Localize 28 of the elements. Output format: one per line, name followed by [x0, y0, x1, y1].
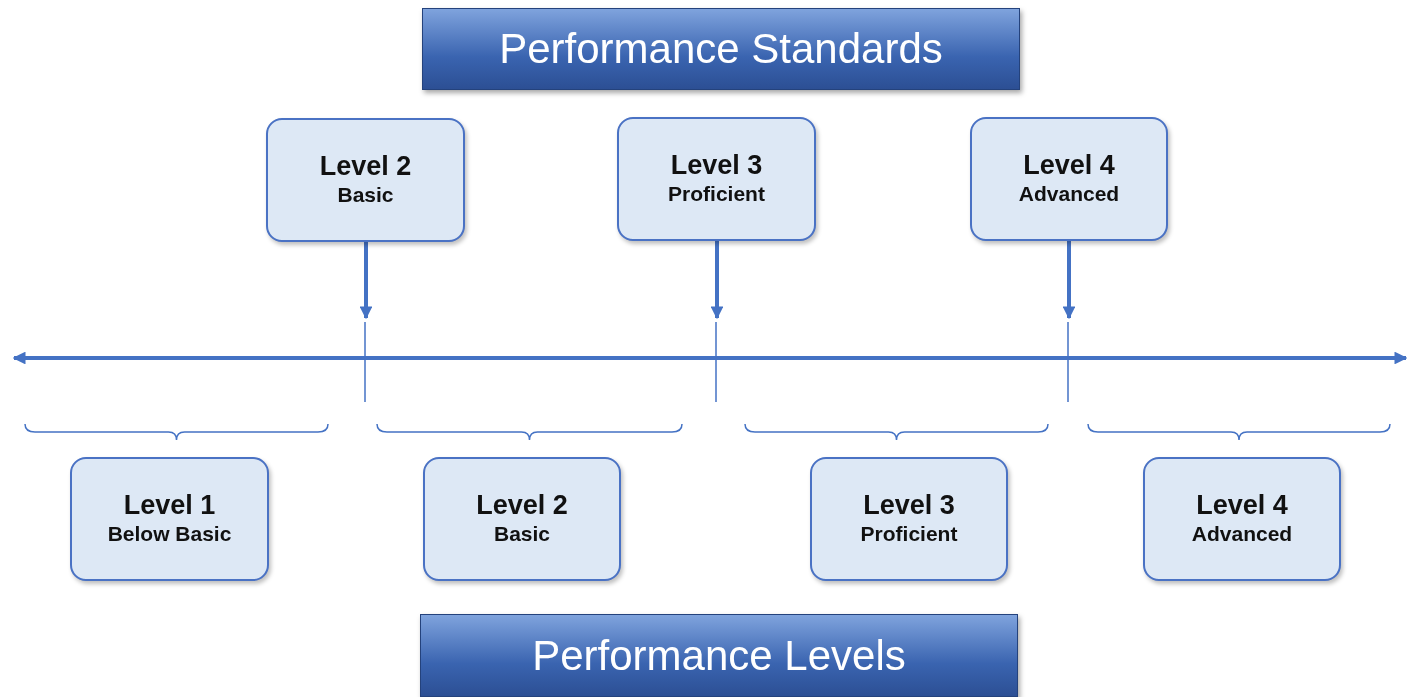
level-box [266, 118, 465, 242]
level-box [970, 117, 1168, 241]
arrow [359, 242, 373, 320]
title-banner [420, 614, 1018, 697]
level-box [810, 457, 1008, 581]
level-name: Level 2 [476, 490, 568, 521]
level-description: Advanced [1191, 521, 1293, 548]
level-name: Level 3 [863, 490, 955, 521]
banner-title: Performance Standards [499, 25, 943, 73]
level-description: Basic [493, 521, 550, 548]
level-name: Level 2 [319, 151, 412, 182]
level-box [70, 457, 269, 581]
level-description: Advanced [1018, 181, 1120, 208]
banner-title: Performance Levels [532, 631, 906, 680]
level-name: Level 4 [1196, 490, 1288, 521]
level-box [1143, 457, 1341, 581]
level-description: Proficient [860, 521, 958, 548]
level-description: Proficient [668, 181, 765, 208]
level-name: Level 4 [1023, 150, 1115, 181]
level-box [617, 117, 816, 241]
level-box [423, 457, 621, 581]
title-banner [422, 8, 1020, 90]
level-description: Basic [337, 182, 394, 209]
level-name: Level 3 [670, 150, 763, 181]
level-description: Below Basic [107, 521, 232, 548]
level-name: Level 1 [123, 490, 216, 521]
arrow [1062, 241, 1076, 320]
arrow [710, 241, 724, 320]
